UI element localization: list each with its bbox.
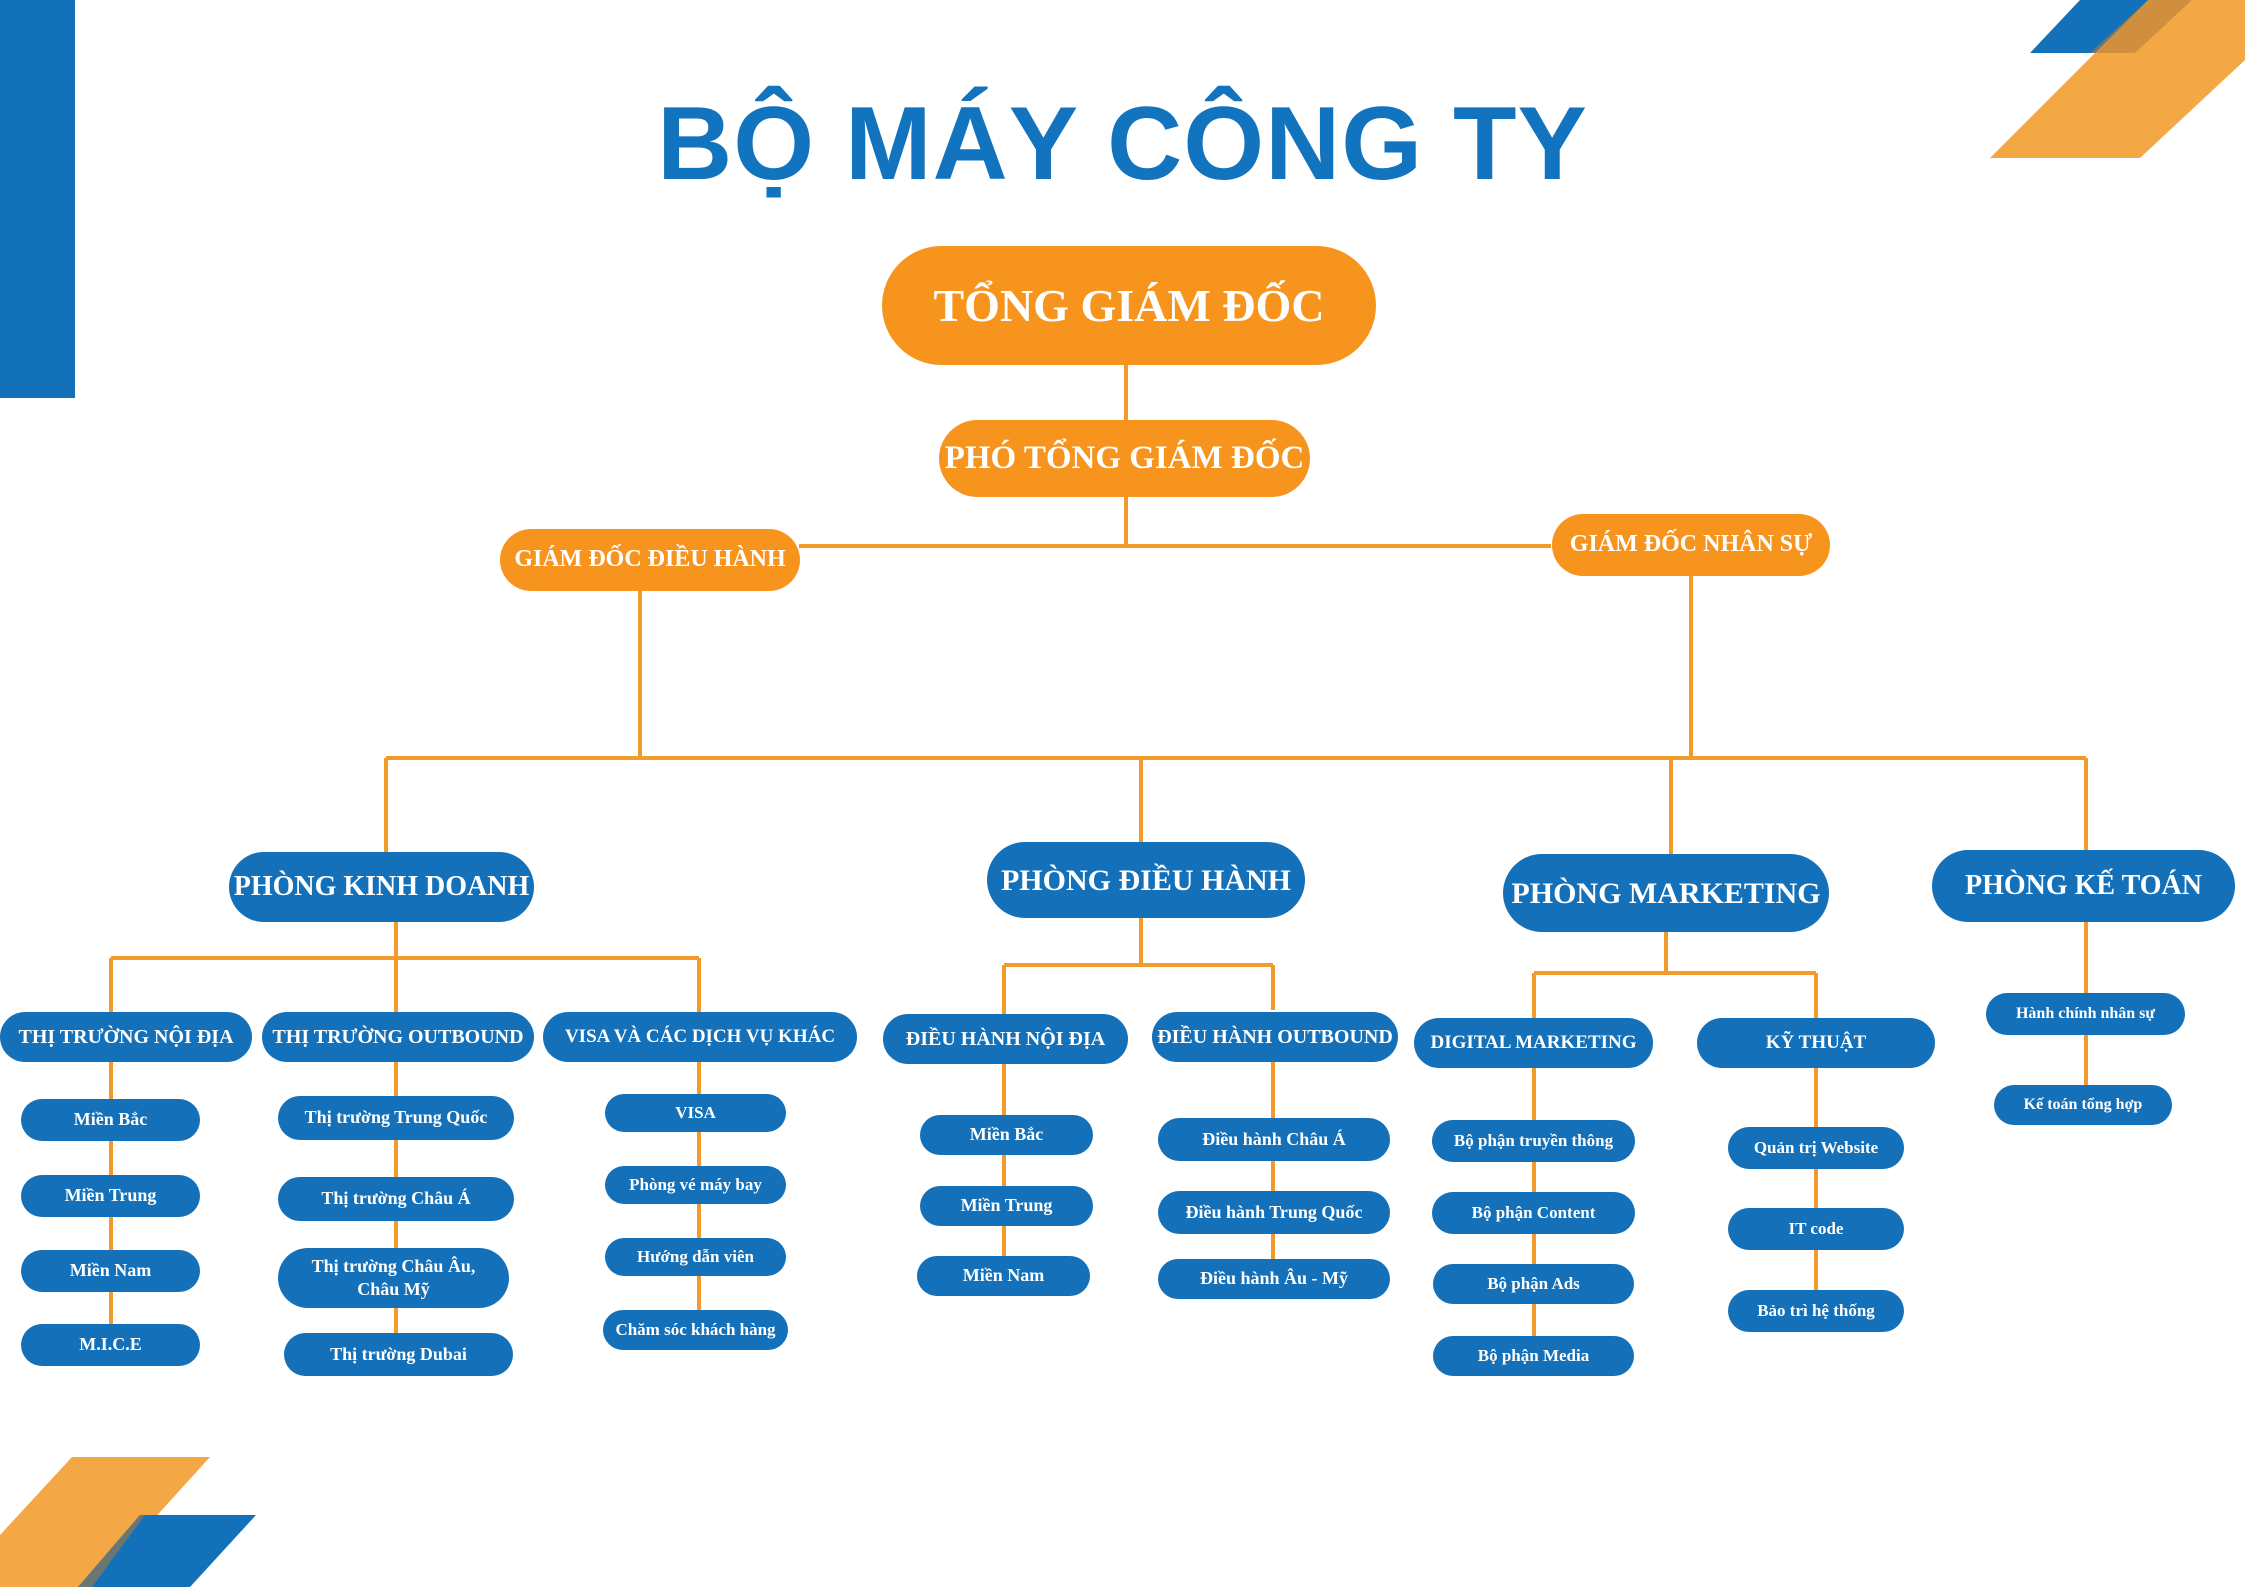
list-item: Miền Bắc	[920, 1115, 1093, 1155]
marketing-group-technical: KỸ THUẬT	[1697, 1018, 1935, 1068]
list-item: VISA	[605, 1094, 786, 1132]
list-item: Thị trường Châu Á	[278, 1177, 514, 1221]
corner-decoration-top-right	[1990, 0, 2245, 158]
list-item: Hướng dẫn viên	[605, 1238, 786, 1276]
list-item: Thị trường Trung Quốc	[278, 1096, 514, 1140]
sales-group-outbound: THỊ TRƯỜNG OUTBOUND	[262, 1012, 534, 1062]
list-item: Bộ phận truyền thông	[1432, 1120, 1635, 1162]
list-item: M.I.C.E	[21, 1324, 200, 1366]
list-item: Bộ phận Media	[1433, 1336, 1634, 1376]
list-item: IT code	[1728, 1208, 1904, 1250]
operations-group-domestic: ĐIỀU HÀNH NỘI ĐỊA	[883, 1014, 1128, 1064]
list-item: Thị trường Châu Âu, Châu Mỹ	[278, 1248, 509, 1308]
list-item: Miền Trung	[920, 1186, 1093, 1226]
page-title: BỘ MÁY CÔNG TY	[657, 86, 1588, 202]
marketing-group-digital: DIGITAL MARKETING	[1414, 1018, 1653, 1068]
sales-department-node: PHÒNG KINH DOANH	[229, 852, 534, 922]
list-item: Kế toán tổng hợp	[1994, 1085, 2172, 1125]
list-item: Miền Bắc	[21, 1099, 200, 1141]
sales-group-visa-services: VISA VÀ CÁC DỊCH VỤ KHÁC	[543, 1012, 857, 1062]
hr-director-node: GIÁM ĐỐC NHÂN SỰ	[1552, 514, 1830, 576]
operations-department-node: PHÒNG ĐIỀU HÀNH	[987, 842, 1305, 918]
accounting-department-node: PHÒNG KẾ TOÁN	[1932, 850, 2235, 922]
marketing-department-node: PHÒNG MARKETING	[1503, 854, 1829, 932]
list-item: Phòng vé máy bay	[605, 1166, 786, 1204]
list-item: Chăm sóc khách hàng	[603, 1310, 788, 1350]
list-item: Miền Trung	[21, 1175, 200, 1217]
operations-group-outbound: ĐIỀU HÀNH OUTBOUND	[1152, 1012, 1398, 1062]
list-item: Bộ phận Ads	[1433, 1264, 1634, 1304]
list-item: Bảo trì hệ thống	[1728, 1290, 1904, 1332]
list-item: Bộ phận Content	[1432, 1192, 1635, 1234]
list-item: Thị trường Dubai	[284, 1333, 513, 1376]
list-item: Miền Nam	[21, 1250, 200, 1292]
list-item: Điều hành Châu Á	[1158, 1118, 1390, 1161]
list-item: Quản trị Website	[1728, 1127, 1904, 1169]
list-item: Điều hành Âu - Mỹ	[1158, 1259, 1390, 1299]
deputy-ceo-node: PHÓ TỔNG GIÁM ĐỐC	[939, 420, 1310, 497]
sales-group-domestic: THỊ TRƯỜNG NỘI ĐỊA	[0, 1012, 252, 1062]
operations-director-node: GIÁM ĐỐC ĐIỀU HÀNH	[500, 529, 800, 591]
list-item: Hành chính nhân sự	[1986, 993, 2185, 1035]
corner-decoration-bottom-left	[0, 1457, 256, 1587]
list-item: Miền Nam	[917, 1256, 1090, 1296]
list-item: Điều hành Trung Quốc	[1158, 1191, 1390, 1234]
corner-decoration-top-left	[0, 0, 75, 398]
ceo-node: TỔNG GIÁM ĐỐC	[882, 246, 1376, 365]
